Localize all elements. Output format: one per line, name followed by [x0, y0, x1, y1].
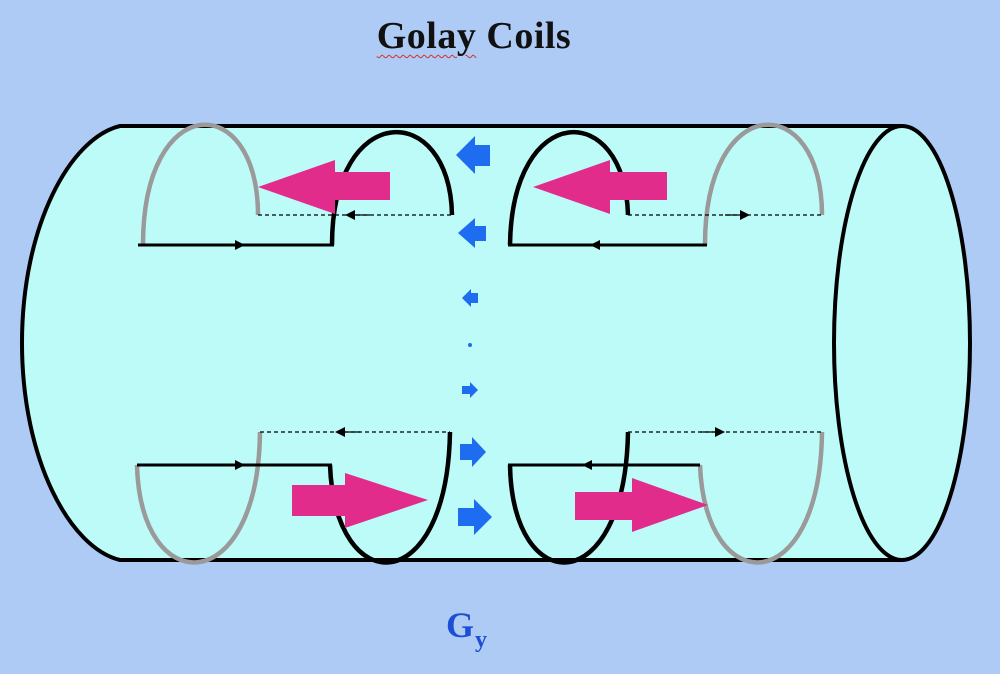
blue-field-arrow-5 — [460, 437, 486, 467]
coil-back-arc-bottom-right — [697, 431, 825, 565]
gradient-label-subscript: y — [475, 627, 488, 653]
blue-field-arrow-3 — [462, 289, 478, 307]
blue-field-arrow-4 — [462, 382, 478, 398]
gradient-label-base: G — [446, 605, 475, 645]
coil-back-arc-top-right — [702, 122, 825, 246]
title-word-coils: Coils — [486, 15, 572, 57]
cylinder-body — [19, 124, 971, 562]
coil-back-arc-top-left — [140, 122, 261, 246]
magenta-force-arrow-top-left — [258, 160, 390, 214]
magenta-force-arrow-bottom-right — [575, 478, 708, 532]
blue-field-point-center — [468, 343, 472, 347]
title-word-golay: Golay — [376, 15, 477, 57]
magenta-force-arrow-bottom-left — [292, 473, 428, 528]
cylinder-end-face — [832, 124, 972, 562]
magenta-force-arrow-top-right — [533, 160, 667, 214]
blue-field-arrow-1 — [456, 136, 490, 174]
diagram-title: Golay Coils — [0, 14, 948, 58]
blue-field-arrow-6 — [458, 499, 492, 535]
gradient-label: Gy — [446, 604, 487, 654]
coil-back-arc-bottom-left — [134, 431, 263, 565]
blue-field-arrow-2 — [458, 218, 486, 248]
coil-front-arc-bottom-2 — [507, 431, 631, 565]
